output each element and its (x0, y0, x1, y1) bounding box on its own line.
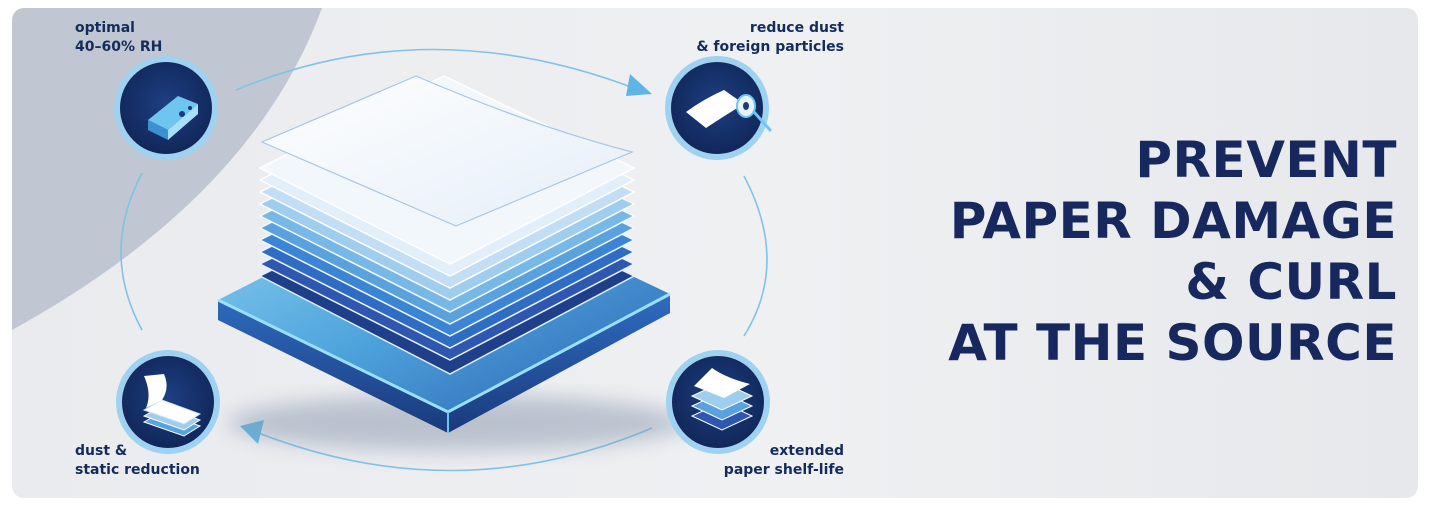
humidity-label: optimal 40–60% RH (75, 19, 162, 57)
background-arc (12, 8, 322, 330)
paper-roll-icon (686, 90, 772, 132)
headline-line2: PAPER DAMAGE (949, 192, 1397, 250)
banner-panel: optimal 40–60% RH reduce dust & foreign … (12, 8, 1418, 498)
static-circle (116, 350, 220, 454)
humidity-circle (114, 56, 218, 160)
humidity-label-line2: 40–60% RH (75, 39, 163, 55)
dust-label-line2: & foreign particles (696, 39, 844, 55)
shelf-life-label-line1: extended (769, 443, 844, 459)
headline-line1: PREVENT (1135, 131, 1397, 189)
headline-line3: & CURL (1185, 253, 1397, 311)
arrow-head-top (626, 74, 652, 96)
dust-circle (665, 56, 772, 160)
paper-stack-icon (142, 374, 202, 437)
static-label-line2: static reduction (75, 462, 200, 478)
dust-label: reduce dust & foreign particles (696, 19, 844, 57)
shelf-life-circle (666, 350, 770, 454)
cycle-arrows (120, 48, 768, 472)
humidifier-icon (148, 96, 198, 140)
dust-label-line1: reduce dust (749, 20, 844, 36)
paper-stack (258, 75, 636, 375)
static-label-line1: dust & (75, 443, 128, 459)
banner-illustration (12, 8, 772, 472)
headline: PREVENT PAPER DAMAGE & CURL AT THE SOURC… (948, 130, 1397, 374)
static-label: dust & static reduction (75, 442, 200, 480)
headline-line4: AT THE SOURCE (948, 314, 1397, 372)
shelf-life-label-line2: paper shelf-life (723, 462, 844, 478)
humidity-label-line1: optimal (75, 20, 135, 36)
shelf-life-label: extended paper shelf-life (724, 442, 844, 480)
layered-sheets-icon (690, 368, 754, 431)
